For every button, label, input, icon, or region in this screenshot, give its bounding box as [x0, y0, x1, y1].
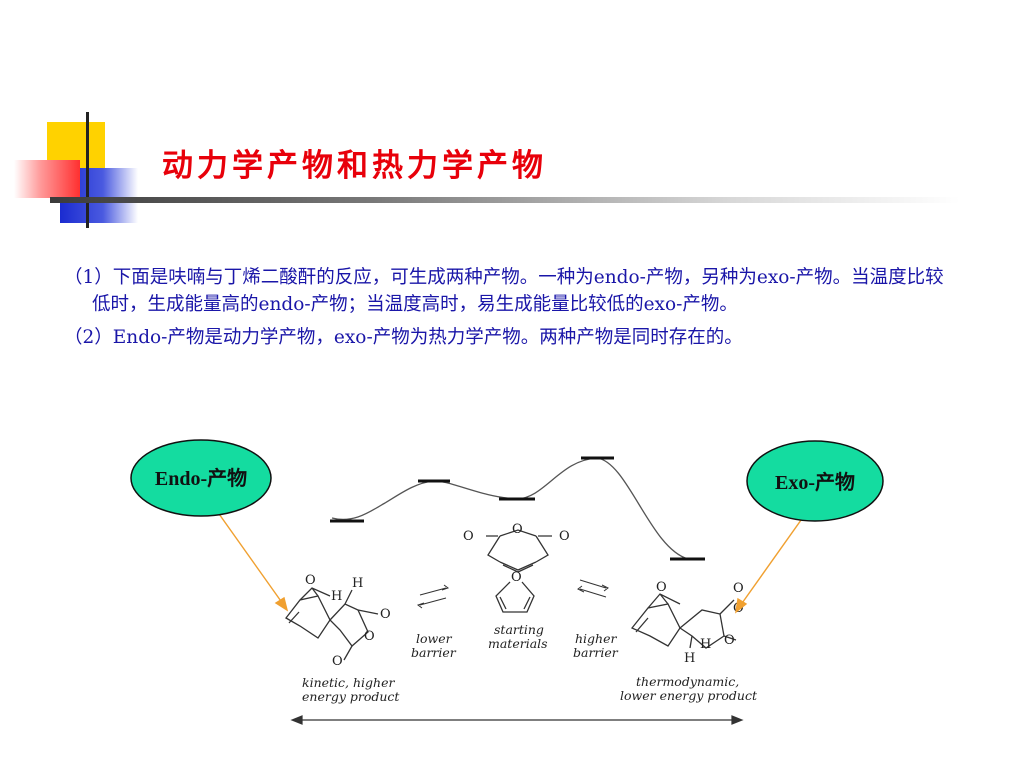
label-kinetic-line1: kinetic, higher [302, 675, 395, 690]
exo-callout-arrow [735, 505, 812, 614]
energy-axis-arrow [290, 715, 744, 725]
atom-o: O [332, 654, 343, 669]
label-lower-barrier-line1: lower [416, 631, 453, 646]
atom-o: O [733, 581, 744, 596]
atom-o: O [511, 570, 522, 585]
atom-h: H [700, 637, 711, 652]
atom-o: O [364, 629, 375, 644]
deco-red-square [14, 160, 80, 198]
paragraph-1: （1）下面是呋喃与丁烯二酸酐的反应，可生成两种产物。一种为endo-产物，另种为… [64, 267, 944, 315]
endo-product-bubble: Endo-产物 [130, 439, 272, 517]
label-starting-materials-line2: materials [488, 636, 548, 651]
atom-h: H [684, 651, 695, 666]
exo-bubble-label: Exo-产物 [775, 470, 855, 494]
label-thermodynamic-line2: lower energy product [620, 688, 758, 703]
title-rule [50, 197, 960, 203]
atom-o: O [559, 529, 570, 544]
atom-o: O [512, 522, 523, 537]
endo-product-structure [285, 587, 379, 661]
deco-vertical-line [86, 112, 89, 228]
label-thermodynamic-line1: thermodynamic, [636, 674, 739, 689]
atom-o: O [656, 580, 667, 595]
atom-o: O [305, 573, 316, 588]
atom-o: O [380, 607, 391, 622]
atom-h: H [331, 589, 342, 604]
furan-structure [495, 581, 535, 613]
label-higher-barrier-line1: higher [575, 631, 617, 646]
body-text: （1）下面是呋喃与丁烯二酸酐的反应，可生成两种产物。一种为endo-产物，另种为… [64, 264, 944, 357]
maleic-anhydride-structure [486, 529, 552, 573]
page-title: 动力学产物和热力学产物 [162, 148, 547, 184]
atom-o: O [463, 529, 474, 544]
label-starting-materials-line1: starting [494, 622, 544, 637]
atom-o: O [724, 633, 735, 648]
atom-h: H [352, 576, 363, 591]
paragraph-2: （2）Endo-产物是动力学产物，exo-产物为热力学产物。两种产物是同时存在的… [64, 327, 743, 348]
label-lower-barrier-line2: barrier [411, 645, 457, 660]
energy-profile-curve [331, 457, 689, 560]
endo-bubble-label: Endo-产物 [155, 466, 247, 490]
label-kinetic-line2: energy product [302, 689, 400, 704]
label-higher-barrier-line2: barrier [573, 645, 619, 660]
equilibrium-arrow-right [577, 579, 609, 598]
equilibrium-arrow-left [416, 584, 450, 609]
exo-product-bubble: Exo-产物 [746, 440, 884, 522]
exo-product-structure [630, 593, 737, 649]
